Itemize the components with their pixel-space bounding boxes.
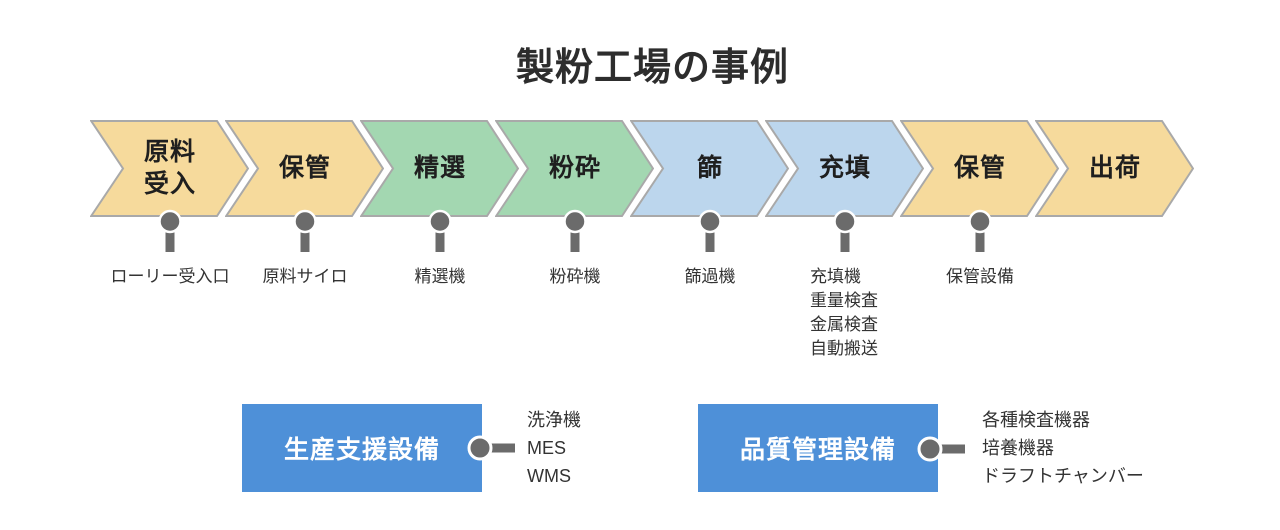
step-label-filling: 充填: [818, 153, 871, 182]
chevron-arrow-shape: [90, 120, 249, 217]
page-title: 製粉工場の事例: [515, 47, 789, 89]
pin-connector-icon: [964, 208, 996, 258]
chevron-shape: [495, 120, 654, 217]
chevron-arrow-shape: [900, 120, 1059, 217]
pin-connector-horizontal-icon: [464, 432, 524, 464]
chevron-shape: [90, 120, 249, 217]
equipment-label-filling-list: 充填機 重量検査 金属検査 自動搬送: [810, 267, 878, 358]
quality-control-box: 品質管理設備: [698, 404, 938, 492]
equipment-label-sieve-machine: 篩過機: [684, 267, 736, 286]
step-label-storage-1: 保管: [278, 153, 331, 182]
pin-connector-icon: [694, 208, 726, 258]
chevron-shape: [630, 120, 789, 217]
quality-control-label: 品質管理設備: [739, 436, 896, 464]
equipment-label-mill: 粉砕機: [549, 267, 601, 286]
chevron-arrow-shape: [225, 120, 384, 217]
pin-connector-horizontal-icon: [914, 433, 974, 465]
pin-connector-icon: [829, 208, 861, 258]
equipment-label-storage-equipment: 保管設備: [946, 267, 1014, 286]
production-support-box: 生産支援設備: [242, 404, 482, 492]
equipment-label-lorry-inlet: ローリー受入口: [110, 267, 230, 286]
production-support-label: 生産支援設備: [283, 436, 440, 464]
chevron-arrow-shape: [360, 120, 519, 217]
chevron-shape: [225, 120, 384, 217]
equipment-label-raw-silo: 原料サイロ: [262, 267, 348, 286]
chevron-arrow-shape: [495, 120, 654, 217]
chevron-shape: [900, 120, 1059, 217]
pin-connector-icon: [289, 208, 321, 258]
chevron-step-refining: 精選: [360, 120, 519, 217]
chevron-arrow-shape: [630, 120, 789, 217]
pin-connector-icon: [559, 208, 591, 258]
step-label-refining: 精選: [413, 153, 466, 182]
pin-connector-icon: [154, 208, 186, 258]
chevron-step-shipping: 出荷: [1035, 120, 1194, 217]
chevron-step-storage-1: 保管: [225, 120, 384, 217]
chevron-step-storage-2: 保管: [900, 120, 1059, 217]
chevron-shape: [1035, 120, 1194, 217]
quality-control-items: 各種検査機器 培養機器 ドラフトチャンバー: [982, 410, 1144, 486]
chevron-step-sieving: 篩: [630, 120, 789, 217]
step-label-storage-2: 保管: [953, 153, 1006, 182]
chevron-step-filling: 充填: [765, 120, 924, 217]
step-label-shipping: 出荷: [1088, 153, 1141, 182]
chevron-shape: [765, 120, 924, 217]
step-label-raw-receiving: 原料 受入: [143, 138, 196, 198]
equipment-label-refiner: 精選機: [414, 267, 466, 286]
chevron-step-milling: 粉砕: [495, 120, 654, 217]
pin-connector-icon: [424, 208, 456, 258]
chevron-arrow-shape: [1035, 120, 1194, 217]
step-label-sieving: 篩: [696, 153, 723, 182]
step-label-milling: 粉砕: [548, 153, 601, 182]
chevron-step-raw-receiving: 原料 受入: [90, 120, 249, 217]
chevron-shape: [360, 120, 519, 217]
chevron-arrow-shape: [765, 120, 924, 217]
production-support-items: 洗浄機 MES WMS: [527, 410, 581, 486]
